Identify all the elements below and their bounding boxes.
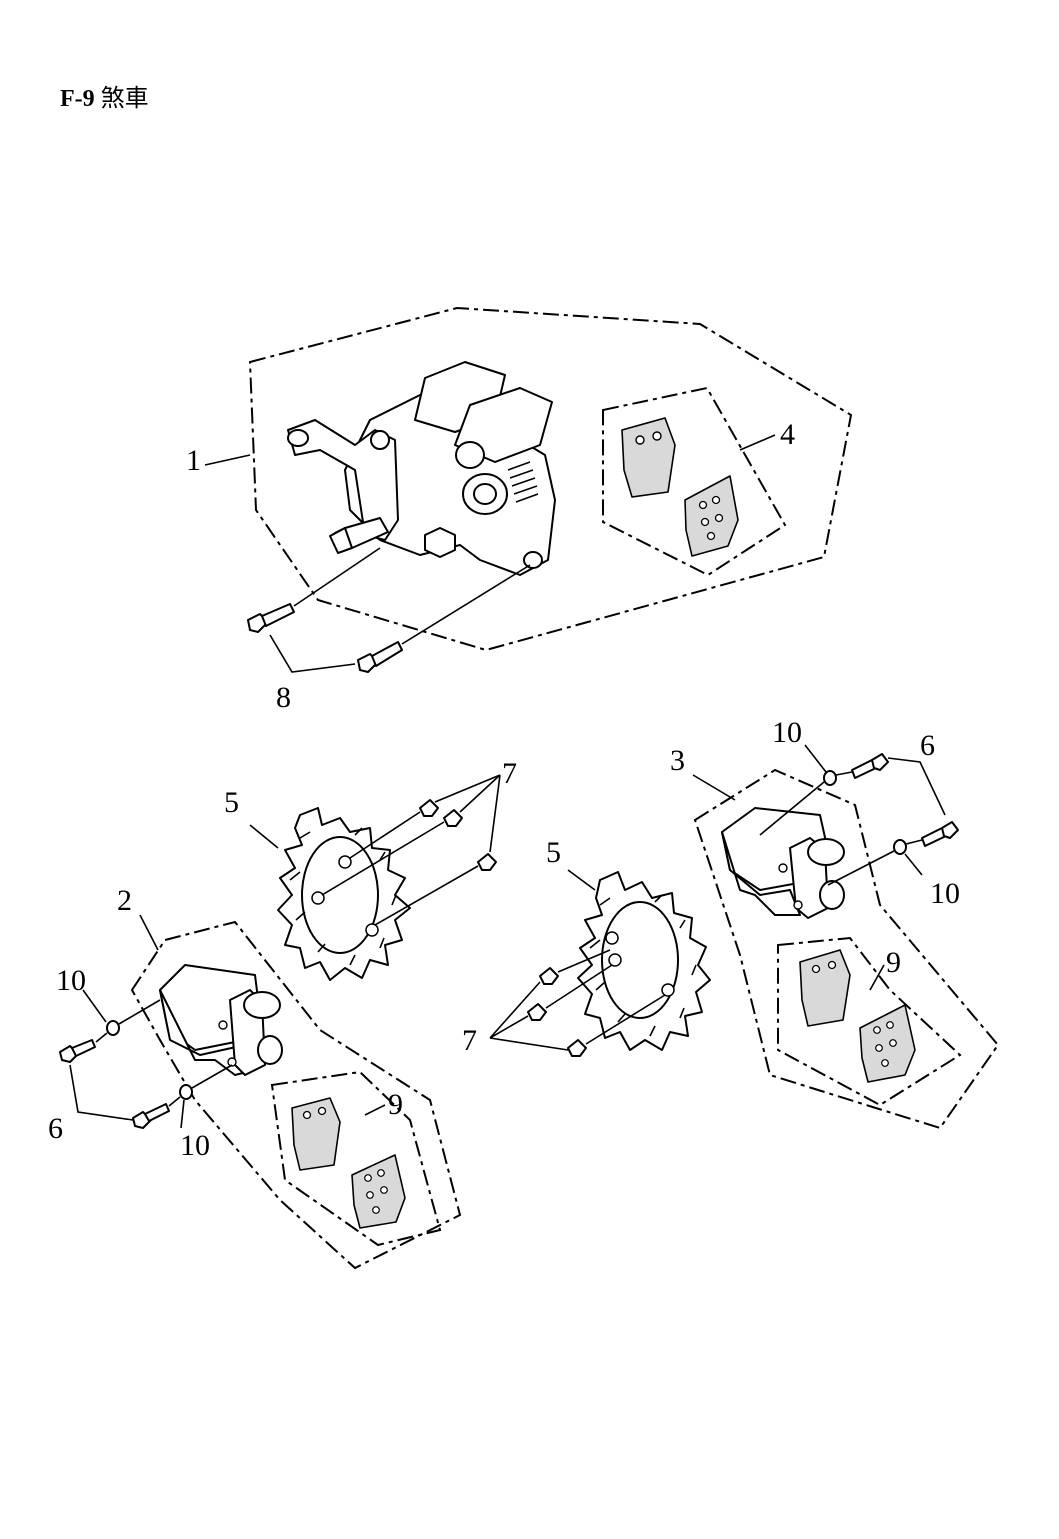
section-code: F-9 <box>60 86 95 112</box>
callout-7-lower: 7 <box>462 1024 477 1057</box>
caliper-boundary-3 <box>693 768 1000 1130</box>
section-title: 煞車 <box>100 86 149 112</box>
brake-pad-set-4 <box>621 417 739 557</box>
rear-caliper <box>287 361 556 576</box>
pads-boundary-9-right <box>777 936 962 1107</box>
callout-5-left: 5 <box>224 786 239 819</box>
callout-10-left: 10 <box>56 964 86 997</box>
callout-8: 8 <box>276 681 291 714</box>
caliper-boundary-2 <box>130 920 462 1270</box>
disc-bolts-7-right <box>489 949 666 1057</box>
callout-5-right: 5 <box>546 836 561 869</box>
leader-lines <box>139 434 885 1116</box>
bolts-washers-left <box>59 989 233 1129</box>
callout-10-top: 10 <box>772 716 802 749</box>
callout-4: 4 <box>780 418 795 451</box>
callout-6-right: 6 <box>920 729 935 762</box>
caliper-bolts-8 <box>247 547 531 673</box>
callout-1: 1 <box>186 444 201 477</box>
callout-7-upper: 7 <box>502 757 517 790</box>
page-title: F-9 煞車 <box>60 78 149 113</box>
brake-pad-set-9-right <box>799 949 916 1083</box>
caliper-2 <box>159 964 283 1076</box>
callout-2: 2 <box>117 884 132 917</box>
callout-3: 3 <box>670 744 685 777</box>
callout-10-right: 10 <box>930 877 960 910</box>
callout-9-left: 9 <box>388 1088 403 1121</box>
bolts-washers-right <box>759 744 959 886</box>
caliper-3 <box>721 807 845 919</box>
pads-boundary-9-left <box>270 1070 442 1247</box>
pads-boundary-4 <box>602 386 787 577</box>
callout-6-left: 6 <box>48 1112 63 1145</box>
callout-9-right: 9 <box>886 946 901 979</box>
brake-disc-5-left <box>277 807 411 981</box>
callout-10-bottom: 10 <box>180 1129 210 1162</box>
brake-disc-5-right <box>577 871 711 1051</box>
disc-bolts-7-left <box>321 774 501 926</box>
brake-pad-set-9-left <box>291 1097 406 1229</box>
